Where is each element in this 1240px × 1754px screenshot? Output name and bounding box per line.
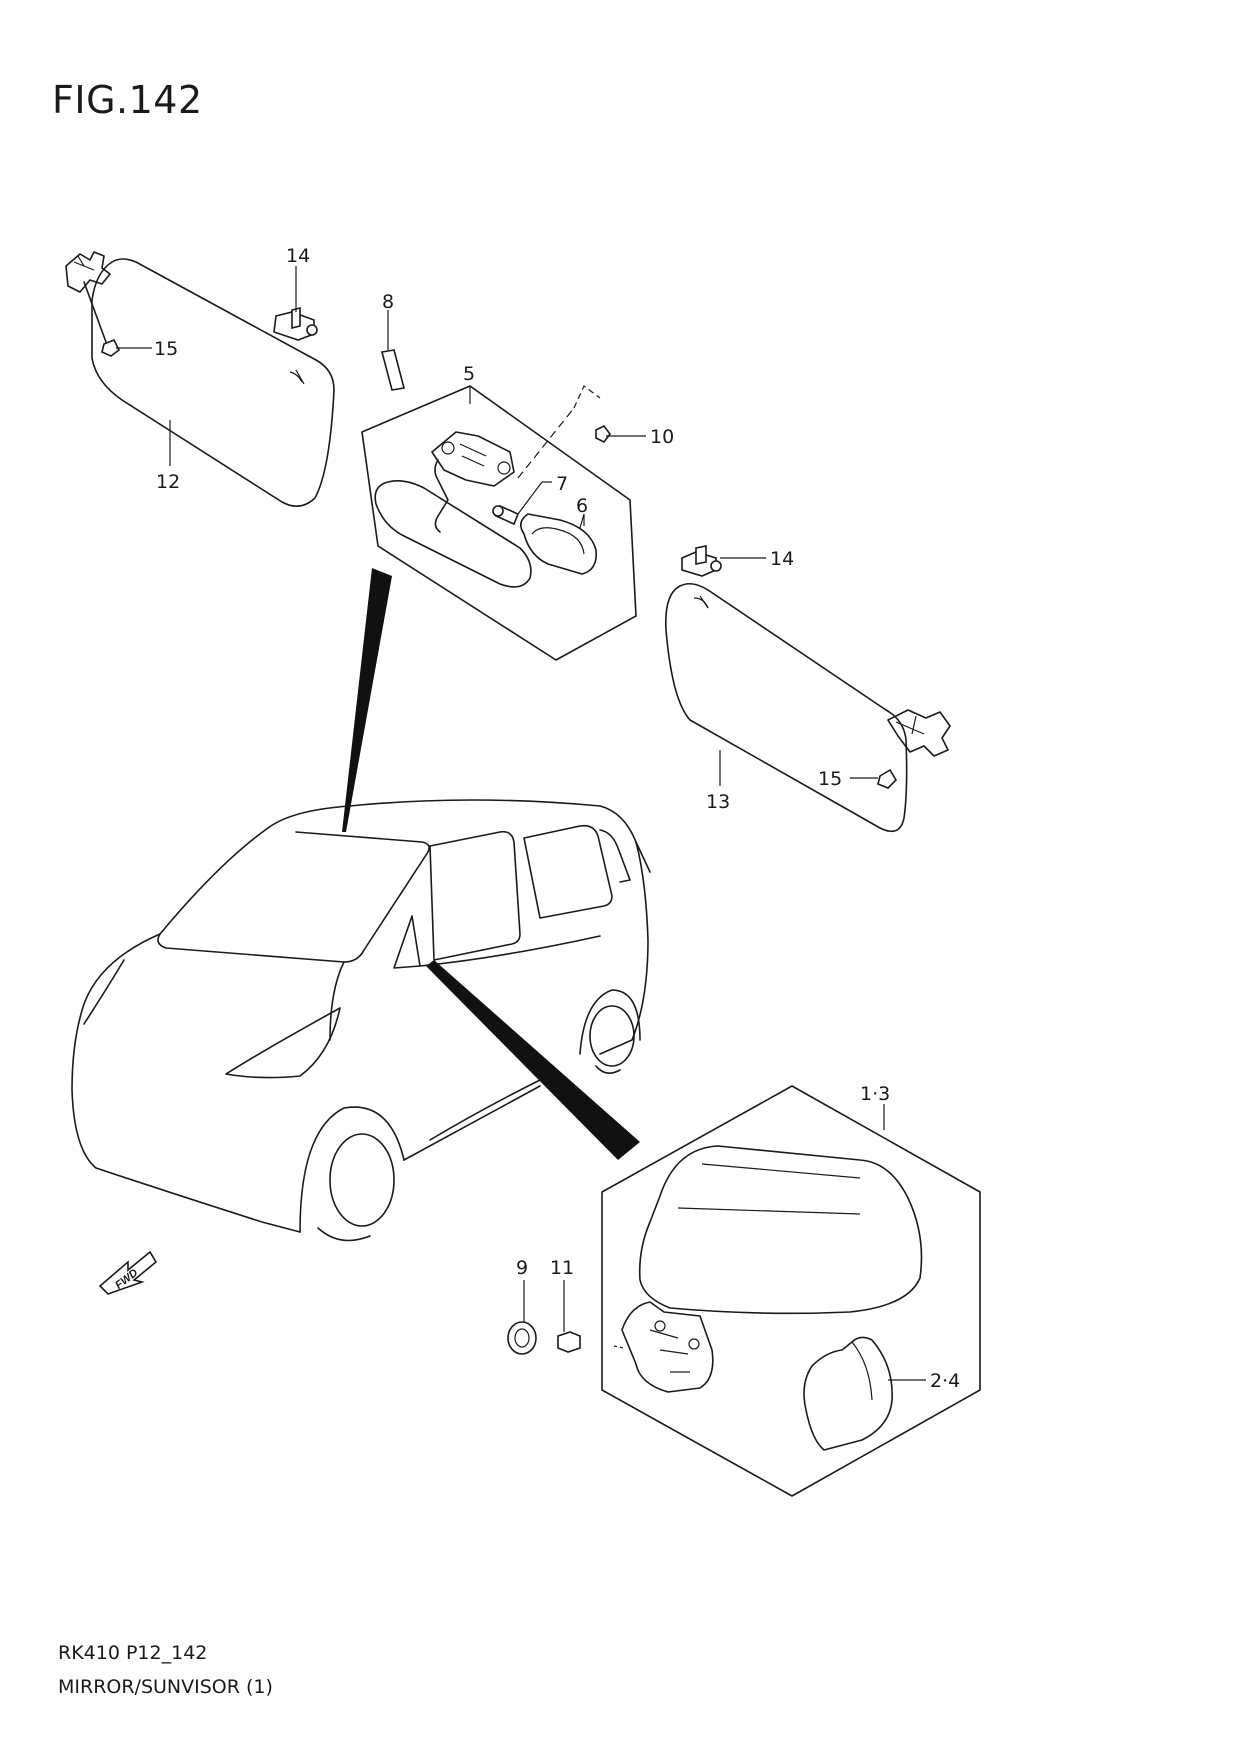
pointer-inner-mirror [342, 568, 392, 832]
callout-7: 7 [556, 473, 568, 495]
door-mirror-cover[interactable] [803, 1336, 893, 1451]
figure-name: MIRROR/SUNVISOR (1) [58, 1676, 273, 1698]
callout-13: 13 [706, 791, 730, 813]
clip-14-left[interactable] [273, 306, 318, 341]
screw-15-left[interactable] [83, 281, 121, 357]
callout-14-left: 14 [286, 245, 310, 267]
inner-mirror-mount[interactable] [431, 431, 515, 533]
callout-1-3: 1·3 [860, 1083, 890, 1105]
callout-15-right: 15 [818, 768, 842, 790]
door-mirror-assembly-box [601, 1085, 981, 1497]
car-outline [71, 799, 651, 1242]
callout-11: 11 [550, 1257, 574, 1279]
sunvisor-left-hinge[interactable] [65, 251, 111, 293]
sunvisor-right[interactable] [664, 582, 908, 833]
callout-15-left: 15 [154, 338, 178, 360]
inner-mirror-glass[interactable] [374, 480, 532, 588]
door-mirror-base[interactable] [613, 1301, 714, 1393]
door-mirror-housing[interactable] [638, 1145, 923, 1315]
screw-10[interactable] [517, 385, 611, 479]
callout-8: 8 [382, 291, 394, 313]
screw-15-right[interactable] [877, 768, 898, 789]
nut-11[interactable] [557, 1280, 581, 1353]
pin-8[interactable] [381, 310, 405, 391]
inner-mirror-assembly-box [361, 385, 637, 661]
figure-code: RK410 P12_142 [58, 1642, 208, 1664]
callout-12: 12 [156, 471, 180, 493]
fwd-arrow: FWD [98, 1250, 158, 1295]
callout-2-4: 2·4 [930, 1370, 960, 1392]
callout-9: 9 [516, 1257, 528, 1279]
bulb-7[interactable] [492, 481, 552, 526]
callout-10: 10 [650, 426, 674, 448]
lens-6[interactable] [520, 513, 598, 575]
clip-14-right[interactable] [681, 545, 722, 577]
figure-title: FIG.142 [52, 78, 203, 122]
callout-5: 5 [463, 363, 475, 385]
callout-6: 6 [576, 495, 588, 517]
leader-lines [116, 266, 926, 1381]
sunvisor-left[interactable] [91, 258, 335, 507]
callout-14-right: 14 [770, 548, 794, 570]
grommet-9[interactable] [507, 1280, 537, 1355]
sunvisor-right-hinge[interactable] [887, 709, 951, 757]
pointer-door-mirror [426, 960, 640, 1160]
